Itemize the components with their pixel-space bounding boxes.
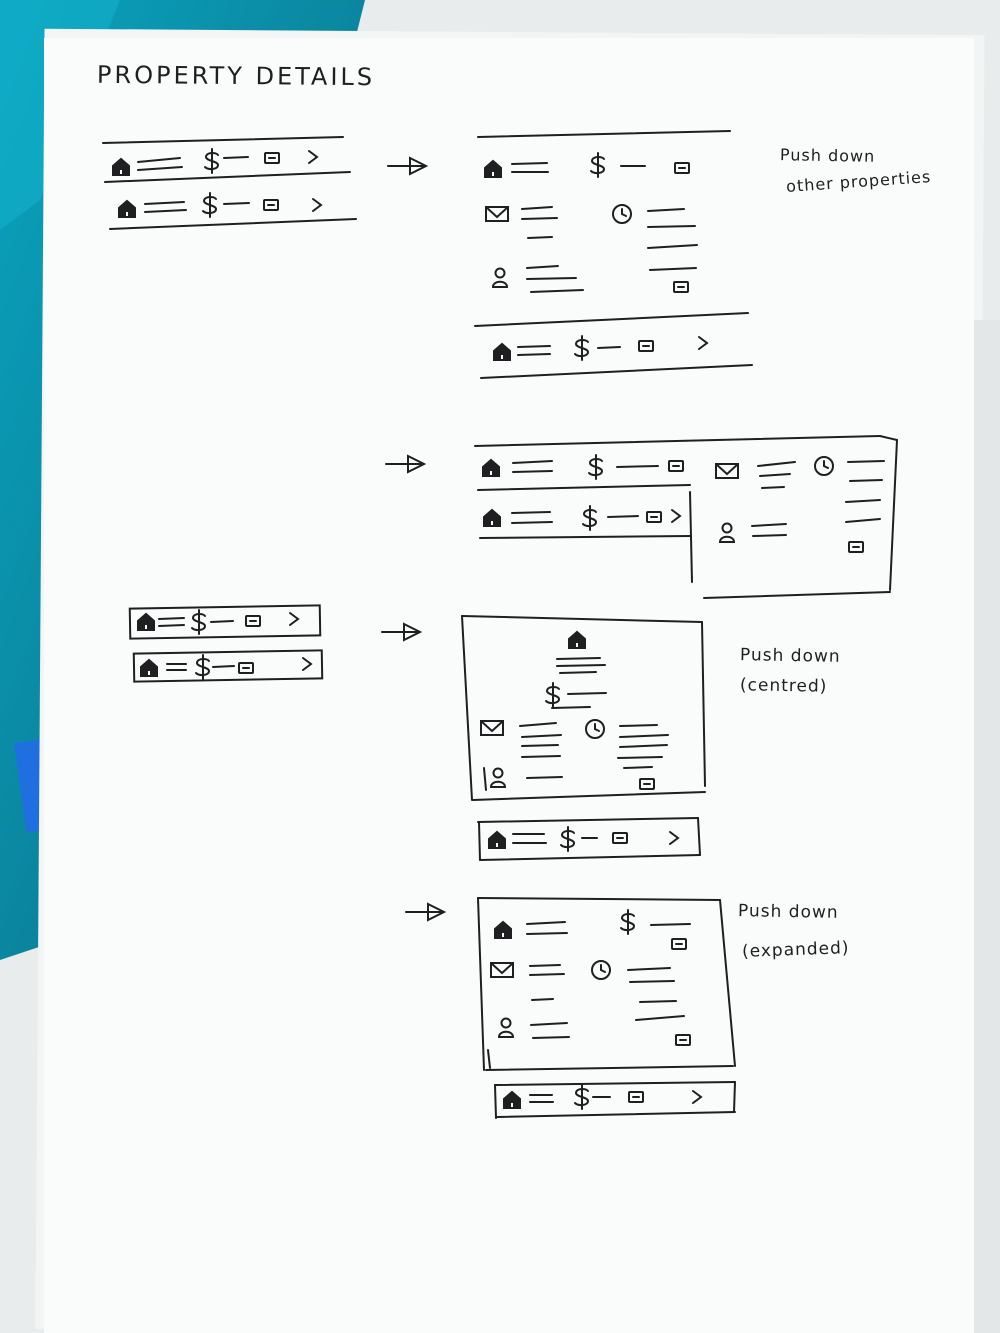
note-push-down-other-line1: Push down [780,145,876,166]
paper-sheet [44,38,974,1333]
page-title: PROPERTY DETAILS [97,61,375,91]
note-push-down-expanded-line1: Push down [738,901,839,923]
note-push-down-centred-line2: (centred) [740,675,828,697]
note-push-down-centred-line1: Push down [740,645,841,667]
note-push-down-expanded-line2: (expanded) [742,938,850,962]
